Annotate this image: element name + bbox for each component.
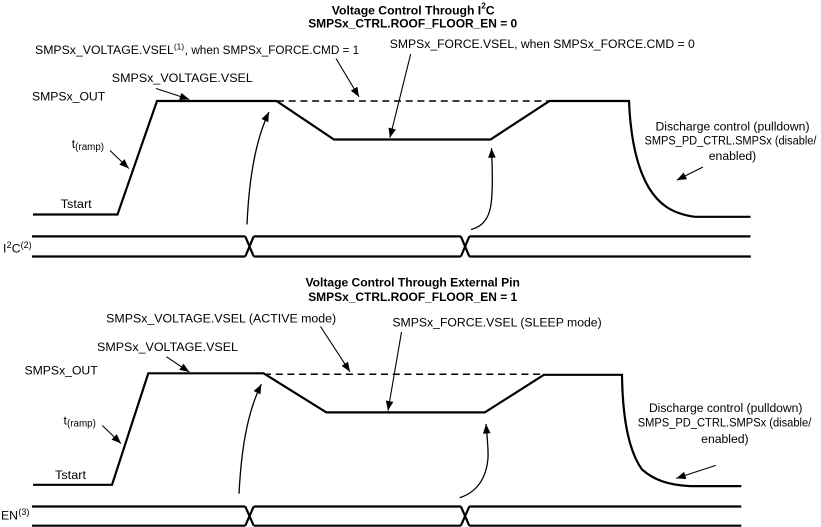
- svg-text:enabled): enabled): [701, 432, 748, 446]
- svg-text:SMPSx_FORCE.VSEL (SLEEP mode): SMPSx_FORCE.VSEL (SLEEP mode): [392, 315, 601, 329]
- svg-text:Discharge control (pulldown): Discharge control (pulldown): [656, 119, 810, 133]
- svg-text:SMPSx_FORCE.VSEL, when SMPSx_F: SMPSx_FORCE.VSEL, when SMPSx_FORCE.CMD =…: [390, 37, 695, 51]
- svg-text:Voltage Control Through Extern: Voltage Control Through External Pin: [306, 275, 520, 289]
- svg-text:SMPSx_OUT: SMPSx_OUT: [32, 89, 106, 103]
- svg-text:SMPSx_VOLTAGE.VSEL: SMPSx_VOLTAGE.VSEL: [97, 340, 238, 354]
- svg-text:SMPSx_VOLTAGE.VSEL: SMPSx_VOLTAGE.VSEL: [35, 43, 174, 57]
- svg-text:, when SMPSx_FORCE.CMD = 1: , when SMPSx_FORCE.CMD = 1: [185, 43, 360, 57]
- svg-text:SMPSx_OUT: SMPSx_OUT: [25, 363, 99, 377]
- svg-text:(2): (2): [21, 240, 32, 250]
- svg-text:(3): (3): [18, 507, 29, 517]
- svg-text:Tstart: Tstart: [55, 468, 87, 482]
- svg-text:Discharge control (pulldown): Discharge control (pulldown): [649, 401, 803, 415]
- svg-text:t: t: [64, 414, 68, 428]
- svg-text:SMPS_PD_CTRL.SMPSx (disable/: SMPS_PD_CTRL.SMPSx (disable/: [645, 134, 818, 148]
- svg-text:SMPSx_CTRL.ROOF_FLOOR_EN = 0: SMPSx_CTRL.ROOF_FLOOR_EN = 0: [308, 17, 517, 31]
- svg-text:I: I: [3, 241, 6, 255]
- svg-text:2: 2: [7, 240, 12, 250]
- svg-text:enabled): enabled): [709, 149, 756, 163]
- svg-text:Tstart: Tstart: [61, 197, 93, 211]
- svg-text:C: C: [12, 241, 21, 255]
- svg-text:SMPSx_VOLTAGE.VSEL: SMPSx_VOLTAGE.VSEL: [112, 71, 253, 85]
- svg-text:(1): (1): [174, 41, 184, 51]
- svg-text:(ramp): (ramp): [75, 142, 104, 153]
- svg-text:SMPS_PD_CTRL.SMPSx (disable/: SMPS_PD_CTRL.SMPSx (disable/: [638, 416, 812, 430]
- svg-text:t: t: [72, 137, 76, 151]
- svg-text:SMPSx_CTRL.ROOF_FLOOR_EN = 1: SMPSx_CTRL.ROOF_FLOOR_EN = 1: [308, 290, 517, 304]
- svg-text:(ramp): (ramp): [67, 419, 96, 430]
- svg-text:Voltage Control Through I2C: Voltage Control Through I2C: [332, 1, 495, 17]
- svg-text:EN: EN: [1, 509, 18, 523]
- svg-text:SMPSx_VOLTAGE.VSEL (ACTIVE mod: SMPSx_VOLTAGE.VSEL (ACTIVE mode): [106, 311, 336, 325]
